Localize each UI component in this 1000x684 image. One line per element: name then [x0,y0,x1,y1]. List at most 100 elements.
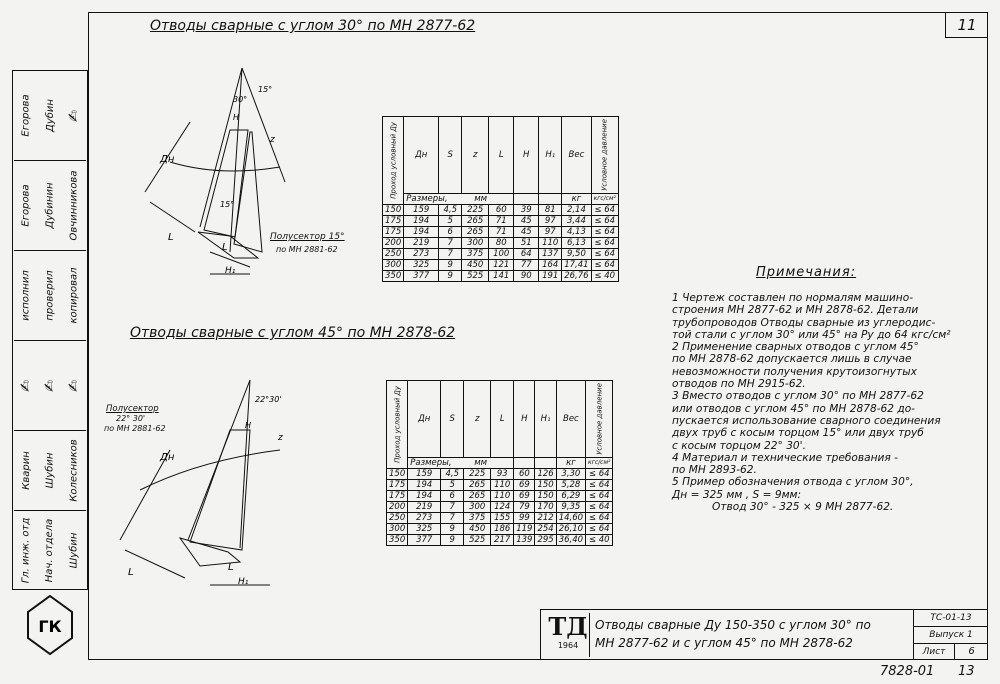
table-cell: 219 [407,500,442,513]
table-cell: ≤ 64 [590,247,619,260]
table-cell: 60 [513,467,536,480]
table-cell: 217 [490,533,515,546]
table-cell: 525 [461,269,490,282]
stamp-cell: исполнил [14,250,38,340]
table-cell: 300 [381,258,405,271]
table-cell: 300 [461,236,490,249]
table-cell: 6 [440,489,465,502]
table-30deg: Проход условный Ду Дн S z L H H₁ Вес Усл… [381,116,619,282]
stamp-cell: проверил [38,250,62,340]
svg-text:z: z [269,135,275,145]
elbow30-drawing: 15° 30° 15° Дн z H L L H₁ [144,67,286,276]
table-cell: 45 [513,214,540,227]
table-cell: 175 [381,225,405,238]
issue-field: Выпуск 1 [914,627,988,644]
title-line2: МН 2877-62 и с углом 45° по МН 2878-62 [595,636,853,650]
callout2-line1: Полусектор [106,404,159,414]
svg-text:H₁: H₁ [238,577,249,587]
table-cell: 110 [490,489,515,502]
table-cell: 99 [513,511,536,524]
table-cell: 110 [538,236,563,249]
col-header-l: L [490,380,515,458]
col-header-r: z [463,380,492,458]
table-cell: 9 [440,522,465,535]
table-cell: 79 [513,500,536,513]
org-logo: ГК [27,594,73,656]
svg-text:15°: 15° [220,200,234,209]
svg-text:H: H [245,421,251,430]
stamp-cell: ✍ [14,340,38,430]
table-cell: 194 [407,489,442,502]
table-cell: 100 [488,247,515,260]
stamp-cell: Дубинин [38,160,62,250]
approval-stamp: Гл. инж. отд Нач. отдела Шубин Кварин Шу… [12,70,88,660]
table-cell: ≤ 40 [585,533,614,546]
col-header-du: Проход условный Ду [386,380,408,469]
table-cell: 90 [513,269,540,282]
note-line: 3 Вместо отводов с углом 30° по МН 2877-… [672,390,924,403]
stamp-cell: копировал [62,250,86,340]
table-cell: 93 [490,467,515,480]
page-number: 13 [958,664,975,679]
table-cell: 186 [490,522,515,535]
table-cell: 7 [440,511,465,524]
table-cell: 9,35 [555,500,587,513]
table-cell: 17,41 [561,258,592,271]
table-cell: 191 [538,269,563,282]
table-cell: 97 [538,214,563,227]
stamp-cell: ✍ [62,70,86,160]
table-cell: 26,76 [561,269,592,282]
callout1-line1: Полусектор 15° [270,232,345,242]
svg-text:L: L [128,567,134,578]
note-line: по МН 2878-62 допускается лишь в случае [672,353,912,366]
table-cell: 295 [534,533,557,546]
table-cell: 7 [438,236,463,249]
td-logo: ТД 1964 [547,613,590,657]
stamp-cell: Колесников [62,430,86,510]
note-line: 4 Материал и технические требования - [672,451,898,464]
table-cell: 124 [490,500,515,513]
table-cell: 325 [407,522,442,535]
svg-text:ГК: ГК [38,617,61,636]
stamp-cell: Кварин [14,430,38,510]
table-cell: 175 [385,478,409,491]
table-cell: 9 [440,533,465,546]
table-cell: ≤ 64 [585,478,614,491]
table-cell: 77 [513,258,540,271]
table-45deg: Проход условный Ду Дн S z L H H₁ Вес Усл… [385,380,614,546]
table-cell: 194 [407,478,442,491]
table-cell: 5 [440,478,465,491]
table-cell: 155 [490,511,515,524]
col-header-s: S [440,380,465,458]
table-cell: 254 [534,522,557,535]
table-cell: 350 [381,269,405,282]
table-cell: 164 [538,258,563,271]
table-cell: 5 [438,214,463,227]
note-line: или отводов с углом 45° по МН 2878-62 до… [672,402,915,415]
table-cell: 110 [490,478,515,491]
table-cell: ≤ 64 [585,511,614,524]
svg-text:L: L [222,242,228,253]
table-cell: 6,29 [555,489,587,502]
table-cell: 375 [463,511,492,524]
table-cell: 377 [403,269,440,282]
table-cell: 26,10 [555,522,587,535]
table-cell: 3,44 [561,214,592,227]
stamp-cell: Егорова [14,160,38,250]
table-cell: 200 [385,500,409,513]
col-header-h1: H₁ [534,380,557,458]
stamp-cell: Нач. отдела [38,510,62,590]
note-line: трубопроводов Отводы сварные из углероди… [672,316,936,329]
note-line: по МН 2893-62. [672,464,757,477]
sheet-number: 11 [945,12,988,38]
table-cell: 250 [385,511,409,524]
table-cell: 139 [513,533,536,546]
note-line: двух труб с косым торцом 15° или двух тр… [672,427,924,440]
svg-text:L: L [228,562,234,573]
